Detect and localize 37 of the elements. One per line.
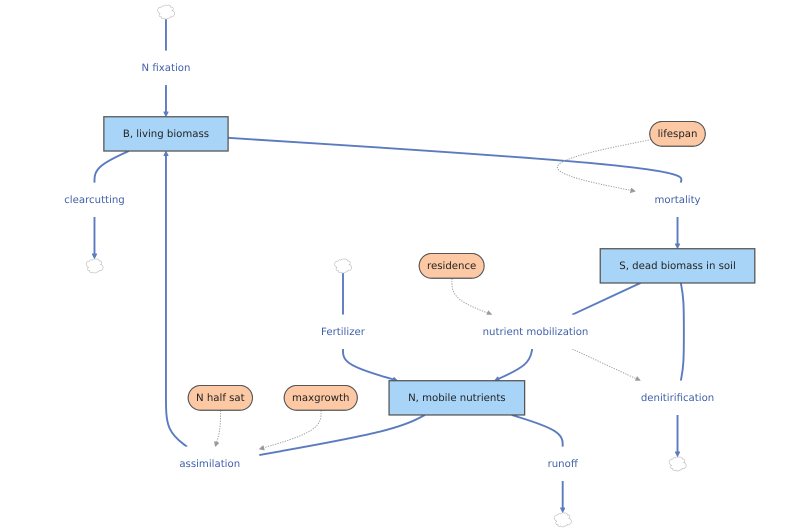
connector (165, 19, 167, 51)
arrow (258, 410, 322, 450)
node-text: N fixation (142, 62, 190, 74)
arrow (342, 348, 398, 382)
node-text: assimilation (179, 457, 240, 470)
connector (572, 282, 641, 316)
arrow (494, 348, 534, 382)
arrow (214, 410, 222, 447)
arrow (674, 217, 680, 249)
node-box: S, dead biomass in soil (600, 248, 756, 284)
connector (512, 414, 564, 447)
arrow (674, 414, 680, 458)
node-box: N, mobile nutrients (388, 380, 526, 416)
node-cloud (668, 456, 686, 472)
connector (342, 272, 344, 315)
node-text: Fertilizer (321, 326, 365, 338)
node-text: nutrient mobilization (482, 326, 588, 338)
connector (259, 414, 426, 456)
arrow (92, 217, 98, 260)
arrow (163, 85, 169, 117)
node-text: clearcutting (64, 194, 125, 206)
arrow (572, 348, 641, 382)
node-cloud (157, 4, 175, 20)
node-cloud (86, 258, 104, 274)
arrow (557, 139, 652, 194)
connector (94, 150, 130, 183)
node-cloud (334, 258, 352, 274)
node-text: runoff (548, 457, 578, 470)
arrow (560, 480, 566, 513)
arrow (451, 278, 492, 316)
node-cloud (554, 512, 572, 528)
node-text: denitirification (640, 391, 714, 404)
node-box: B, living biomass (103, 116, 229, 152)
node-text: mortality (654, 194, 701, 206)
connector (228, 136, 682, 183)
arrow (163, 150, 188, 448)
connector (680, 282, 685, 381)
